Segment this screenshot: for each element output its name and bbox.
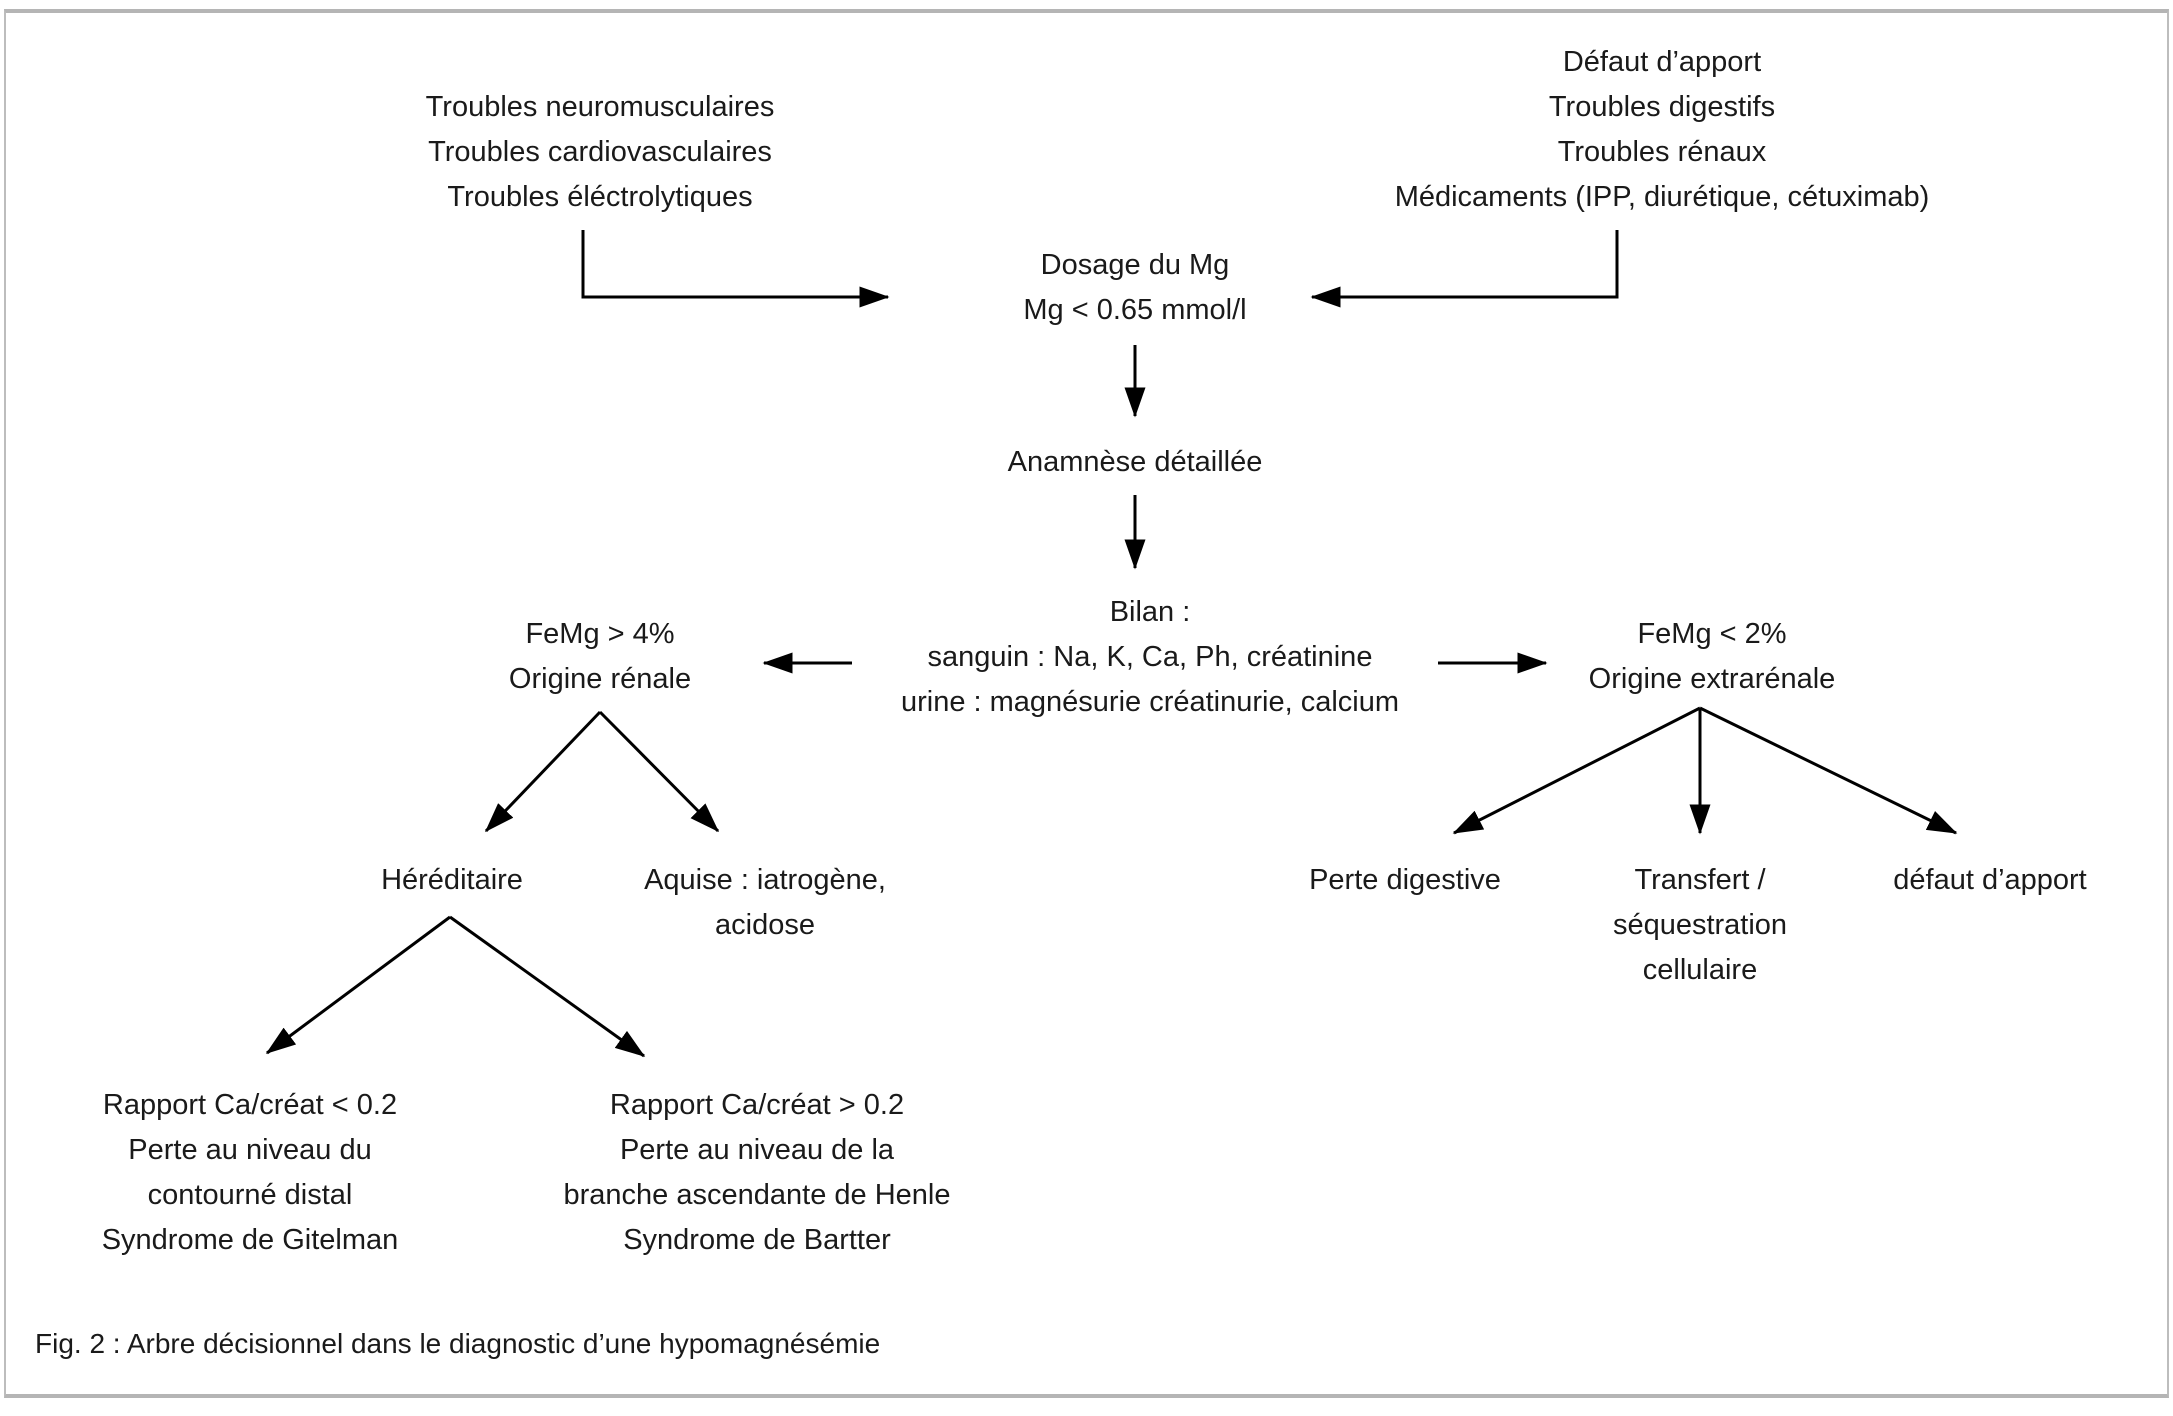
node-line: FeMg > 4% (525, 618, 675, 650)
node-line: défaut d’apport (1893, 864, 2087, 896)
arrow-renale-to-hereditaire (484, 710, 602, 833)
node-dosage-mg: Dosage du Mg Mg < 0.65 mmol/l (1023, 243, 1246, 333)
arrow-symptoms-to-dosage (581, 230, 890, 308)
node-line: Troubles éléctrolytiques (447, 181, 753, 213)
arrow-hereditaire-to-gitelman (265, 915, 451, 1055)
node-line: cellulaire (1642, 954, 1758, 986)
arrow-hereditaire-to-bartter (449, 915, 646, 1058)
node-femg-renale: FeMg > 4% Origine rénale (509, 612, 691, 702)
node-line: Troubles digestifs (1548, 91, 1776, 123)
node-line: Mg < 0.65 mmol/l (1023, 294, 1247, 326)
node-line: Anamnèse détaillée (1007, 446, 1263, 478)
node-symptoms: Troubles neuromusculaires Troubles cardi… (426, 85, 775, 220)
node-line: Troubles rénaux (1557, 136, 1767, 168)
node-line: Syndrome de Bartter (623, 1224, 891, 1256)
node-line: séquestration (1612, 909, 1788, 941)
node-line: Bilan : (1109, 596, 1191, 628)
node-anamnese: Anamnèse détaillée (1008, 440, 1263, 485)
node-line: Transfert / (1634, 864, 1766, 896)
arrow-extrarenale-to-perte-digestive (1452, 706, 1701, 835)
node-line: Dosage du Mg (1040, 249, 1230, 281)
node-line: Origine rénale (508, 663, 692, 695)
node-line: Syndrome de Gitelman (101, 1224, 399, 1256)
node-aquise: Aquise : iatrogène, acidose (644, 858, 886, 948)
node-femg-extrarenale: FeMg < 2% Origine extrarénale (1589, 612, 1836, 702)
node-causes: Défaut d’apport Troubles digestifs Troub… (1395, 40, 1930, 220)
arrow-extrarenale-to-defaut-apport (1699, 706, 1958, 835)
node-hereditaire: Héréditaire (381, 858, 523, 903)
node-line: contourné distal (147, 1179, 353, 1211)
node-line: Rapport Ca/créat < 0.2 (102, 1089, 398, 1121)
node-transfert-sequestration: Transfert / séquestration cellulaire (1613, 858, 1787, 993)
node-line: Troubles cardiovasculaires (428, 136, 772, 168)
figure-caption: Fig. 2 : Arbre décisionnel dans le diagn… (35, 1328, 881, 1359)
node-line: Héréditaire (381, 864, 523, 896)
node-line: Défaut d’apport (1562, 46, 1762, 78)
node-bilan: Bilan : sanguin : Na, K, Ca, Ph, créatin… (901, 590, 1399, 725)
node-line: urine : magnésurie créatinurie, calcium (900, 686, 1400, 718)
node-line: Perte au niveau de la (619, 1134, 895, 1166)
node-line: acidose (715, 909, 815, 941)
node-line: Rapport Ca/créat > 0.2 (609, 1089, 905, 1121)
node-line: FeMg < 2% (1637, 618, 1787, 650)
node-line: Origine extrarénale (1588, 663, 1836, 695)
node-line: Troubles neuromusculaires (425, 91, 775, 123)
node-line: branche ascendante de Henle (563, 1179, 951, 1211)
node-perte-digestive: Perte digestive (1309, 858, 1501, 903)
node-line: sanguin : Na, K, Ca, Ph, créatinine (927, 641, 1373, 673)
node-bartter: Rapport Ca/créat > 0.2 Perte au niveau d… (564, 1083, 951, 1263)
arrow-causes-to-dosage (1310, 230, 1619, 308)
node-defaut-apport: défaut d’apport (1893, 858, 2086, 903)
arrow-renale-to-aquise (598, 710, 720, 833)
node-gitelman: Rapport Ca/créat < 0.2 Perte au niveau d… (102, 1083, 399, 1263)
node-line: Aquise : iatrogène, (644, 864, 886, 896)
node-line: Perte digestive (1309, 864, 1501, 896)
node-line: Perte au niveau du (128, 1134, 372, 1166)
node-line: Médicaments (IPP, diurétique, cétuximab) (1394, 181, 1930, 213)
